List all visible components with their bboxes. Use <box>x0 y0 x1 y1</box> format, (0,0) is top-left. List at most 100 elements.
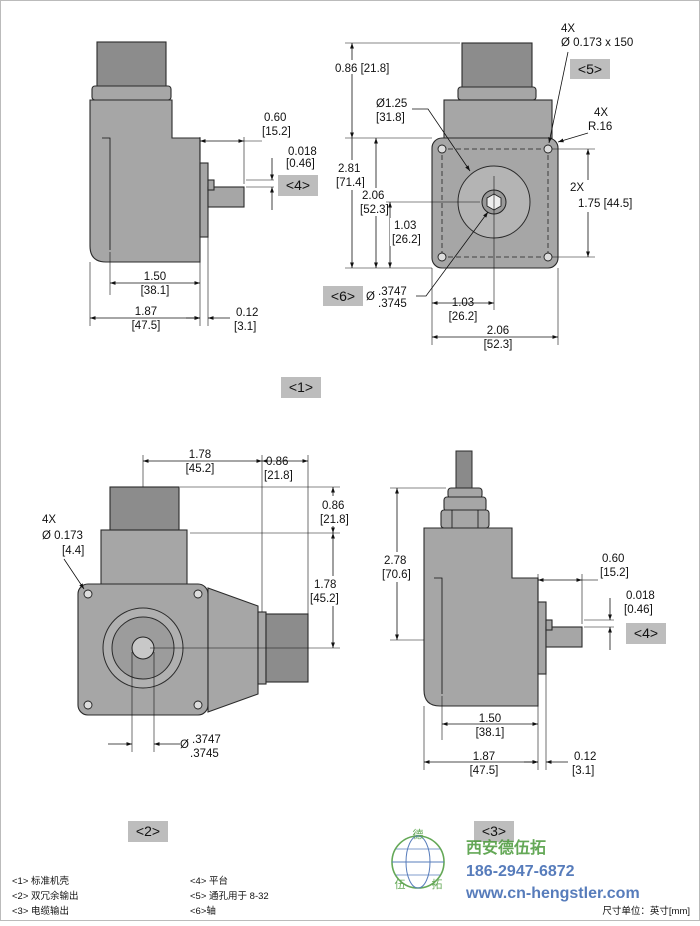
gland-nut <box>440 509 490 529</box>
watermark-name: 西安德伍拓 <box>466 838 546 857</box>
legend-item-3: <3> 电缆输出 <box>12 905 69 917</box>
connector-housing <box>96 41 167 89</box>
dim-103v: 1.03 <box>394 220 416 232</box>
dim-187-mm: [47.5] <box>470 765 499 777</box>
dim-012-mm: [3.1] <box>234 321 256 333</box>
mount-hole <box>543 252 553 262</box>
dim-103v-mm: [26.2] <box>392 234 421 246</box>
dim-278-mm: [70.6] <box>382 569 411 581</box>
legend-item-1: <1> 标准机壳 <box>12 875 70 887</box>
holes-mm: [4.4] <box>62 545 84 557</box>
housing-side <box>423 527 539 707</box>
view-3-label-box <box>474 821 514 842</box>
connector-housing-front <box>461 42 533 90</box>
holes-count: 4X <box>42 514 56 526</box>
shaft-dia-symbol: Ø <box>180 739 189 751</box>
legend-item-2: <2> 双冗余输出 <box>12 890 79 902</box>
tag-4: <4> <box>286 177 310 193</box>
view-2-label-box <box>128 821 168 842</box>
tag-4-box <box>278 175 318 196</box>
mount-hole <box>193 700 203 710</box>
seal-char-left: 伍 <box>395 878 406 891</box>
connector-nut-front <box>457 86 537 101</box>
dim-060: 0.60 <box>264 112 286 124</box>
dim-0018-mm: [0.46] <box>624 604 653 616</box>
mount-hole <box>83 589 93 599</box>
view2-dual-output: 1.78 [45.2] 0.86 [21.8] 0.86 [21.8] 1.78… <box>42 449 356 760</box>
dim-060-mm: [15.2] <box>600 567 629 579</box>
dim-086v-mm: [21.8] <box>320 514 349 526</box>
dim-012-mm: [3.1] <box>572 765 594 777</box>
tag-5-box <box>570 59 610 79</box>
view-1-label-box <box>281 377 321 398</box>
dim-086v: 0.86 <box>322 500 344 512</box>
dim-206v-mm: [52.3] <box>360 204 389 216</box>
seal-char-right: 拓 <box>432 877 443 891</box>
flat <box>545 619 553 631</box>
flat <box>207 179 215 191</box>
watermark: 德 伍 拓 西安德伍拓 186-2947-6872 www.cn-hengstl… <box>391 827 640 902</box>
holes-dia: Ø 0.173 x 150 <box>561 37 633 49</box>
side-housing <box>207 587 259 713</box>
dim-187-mm: [47.5] <box>132 320 161 332</box>
pilot-flange <box>537 601 547 675</box>
view-1-label: <1> <box>289 379 313 395</box>
radius: R.16 <box>588 121 612 133</box>
mount-hole <box>543 144 553 154</box>
tag-4-box <box>626 623 666 644</box>
mount-hole <box>437 144 447 154</box>
dim-125: Ø1.25 <box>376 98 407 110</box>
connector-nut <box>91 85 172 101</box>
dim-178h-mm: [45.2] <box>186 463 215 475</box>
dim-175: 1.75 [44.5] <box>578 198 632 210</box>
mount-hole <box>437 252 447 262</box>
legend-item-6: <6>轴 <box>190 905 216 917</box>
dim-187: 1.87 <box>135 306 157 318</box>
dim-206v: 2.06 <box>362 190 384 202</box>
mount-hole <box>193 589 203 599</box>
seal-char-top: 德 <box>413 827 424 841</box>
dim-086h-mm: [21.8] <box>264 470 293 482</box>
dim-206h-mm: [52.3] <box>484 339 513 351</box>
watermark-seal-icon: 德 伍 拓 <box>391 827 445 891</box>
dim-178h: 1.78 <box>189 449 211 461</box>
dim-125-mm: [31.8] <box>376 112 405 124</box>
shaft <box>545 626 583 648</box>
dim-281-mm: [71.4] <box>336 177 365 189</box>
dim-103h-mm: [26.2] <box>449 311 478 323</box>
gland-2 <box>443 496 487 512</box>
view1-front: 0.86 [21.8] 2.81 [71.4] 2.06 [52.3] 1.03… <box>323 23 670 351</box>
connector-housing <box>109 486 180 533</box>
dim-012: 0.12 <box>236 307 258 319</box>
dim-178v: 1.78 <box>314 579 336 591</box>
dim-0018: 0.018 <box>626 590 655 602</box>
legend-item-5: <5> 通孔用于 8-32 <box>190 891 269 902</box>
tag-5: <5> <box>578 61 602 77</box>
dim-103h: 1.03 <box>452 297 474 309</box>
units-note: 尺寸单位：英寸[mm] <box>602 905 690 917</box>
dim-0018-mm: [0.46] <box>286 158 315 170</box>
dim-012: 0.12 <box>574 751 596 763</box>
tag-6-box <box>323 286 363 306</box>
connector-neck <box>100 529 188 587</box>
cable <box>455 450 473 491</box>
shaft-max: .3747 <box>378 286 407 298</box>
view-3-label: <3> <box>482 823 506 839</box>
dim-150: 1.50 <box>144 271 166 283</box>
dim-178v-mm: [45.2] <box>310 593 339 605</box>
tag-4: <4> <box>634 625 658 641</box>
watermark-phone: 186-2947-6872 <box>466 863 575 880</box>
tag-6: <6> <box>331 288 355 304</box>
shaft <box>207 186 245 208</box>
connector-neck <box>443 99 553 141</box>
shaft-dia-symbol: Ø <box>366 291 375 303</box>
dim-278: 2.78 <box>384 555 406 567</box>
mount-hole <box>83 700 93 710</box>
shaft-min: .3745 <box>378 298 407 310</box>
housing-side <box>89 99 201 263</box>
view-2-label: <2> <box>136 823 160 839</box>
dim-086h: 0.86 <box>266 456 288 468</box>
view3-cable-output: 2.78 [70.6] 0.60 [15.2] 0.018 [0.46] <4>… <box>380 450 666 777</box>
holes-count: 4X <box>561 23 575 35</box>
